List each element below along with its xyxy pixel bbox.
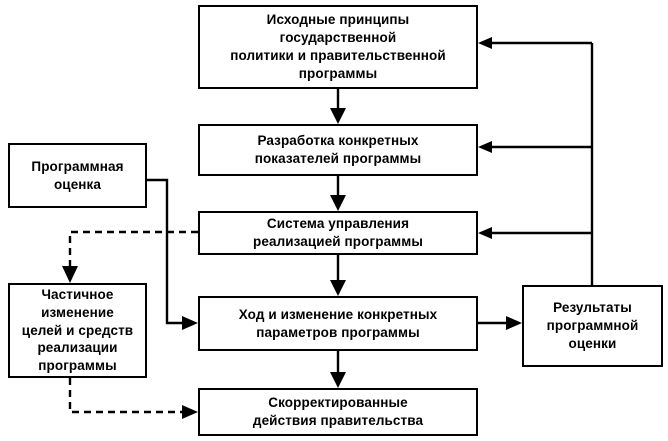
node-line: программы xyxy=(38,358,117,374)
node-develop-indicators[interactable]: Разработка конкретных показателей програ… xyxy=(198,124,478,176)
node-line: политики и правительственной xyxy=(230,48,446,63)
node-partial-change[interactable]: Частичное изменение целей и средств реал… xyxy=(8,283,147,378)
node-line: Ход и изменение конкретных xyxy=(238,306,438,322)
node-line: Система управления xyxy=(266,216,410,232)
node-corrected-actions[interactable]: Скорректированные действия правительства xyxy=(198,388,478,436)
connector-management-to-progress xyxy=(330,255,346,296)
node-line: Частичное xyxy=(41,286,114,302)
node-initial-principles[interactable]: Исходные принципы государственной полити… xyxy=(198,5,478,89)
node-line: оценка xyxy=(53,176,102,192)
node-line: реализации xyxy=(37,340,118,356)
node-line: реализацией программы xyxy=(253,234,423,249)
node-line: параметров программы xyxy=(256,324,420,340)
node-line: государственной xyxy=(279,30,397,46)
node-management-system[interactable]: Система управления реализацией программы xyxy=(198,211,478,255)
node-line: изменение xyxy=(41,304,114,320)
connector-progress-to-corrected xyxy=(330,351,346,388)
connector-evaluation-to-progress xyxy=(147,178,198,330)
node-line: Программная xyxy=(31,158,124,174)
connector-results-feedback-bus xyxy=(478,37,594,285)
node-line: оценки xyxy=(568,335,617,351)
connector-partial-change-to-corrected xyxy=(68,378,198,419)
connector-indicators-to-management xyxy=(330,176,346,211)
node-line: целей и средств xyxy=(21,322,134,338)
node-progress-and-change[interactable]: Ход и изменение конкретных параметров пр… xyxy=(198,296,478,351)
connector-management-to-partial-change xyxy=(62,230,198,283)
node-line: действия правительства xyxy=(252,413,424,428)
node-program-evaluation[interactable]: Программная оценка xyxy=(8,143,147,208)
node-line: показателей программы xyxy=(254,151,422,166)
connector-progress-to-results xyxy=(478,316,522,330)
node-evaluation-results[interactable]: Результаты программной оценки xyxy=(522,285,663,367)
node-line: Разработка конкретных xyxy=(257,133,419,149)
node-line: Результаты xyxy=(553,300,632,316)
node-line: Скорректированные xyxy=(268,395,408,411)
node-line: Исходные принципы xyxy=(266,12,410,28)
node-line: программы xyxy=(298,65,378,81)
connector-principles-to-indicators xyxy=(330,89,346,124)
node-line: программной xyxy=(546,318,639,334)
